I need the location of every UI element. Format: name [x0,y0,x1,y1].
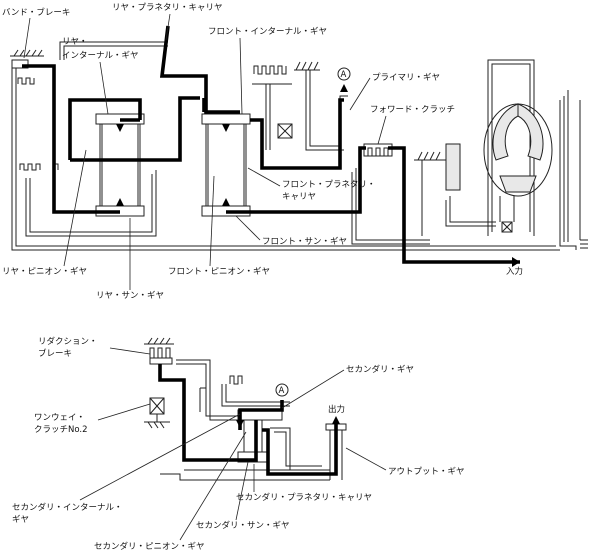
label-rear-pinion-gear: リヤ・ピニオン・ギヤ [2,267,87,277]
label-front-planetary-carrier-2: キャリヤ [282,192,316,202]
label-oneway-clutch-2: クラッチNo.2 [34,425,88,435]
marker-a-bottom-text: A [279,386,285,396]
label-output: 出力 [328,404,345,415]
left-clutch-teeth [17,77,59,171]
label-rear-sun-gear: リヤ・サン・ギヤ [96,291,164,301]
label-band-brake: バンド・ブレーキ [2,7,70,18]
label-rear-planetary-carrier: リヤ・プラネタリ・キャリヤ [112,3,223,13]
label-forward-clutch: フォワード・クラッチ [370,105,455,115]
front-internal-gear-top [201,113,251,125]
label-primary-gear: プライマリ・ギヤ [372,73,440,83]
top-labels: バンド・ブレーキ リヤ・プラネタリ・キャリヤ リヤ・ インターナル・ギヤ フロン… [2,3,523,301]
bottom-labels: リダクション・ ブレーキ セカンダリ・ギヤ ワンウェイ・ クラッチNo.2 出力… [12,336,465,552]
marker-a-bottom: A [275,383,289,397]
bottom-power-flow [158,364,340,476]
marker-a-top-text: A [341,70,347,80]
marker-a-top: A [337,67,351,81]
label-oneway-clutch-1: ワンウェイ・ [34,413,85,423]
stator-hatch [414,143,496,236]
label-front-planetary-carrier-1: フロント・プラネタリ・ [282,180,376,190]
label-output-gear: アウトプット・ギヤ [388,467,465,477]
label-secondary-internal-gear-1: セカンダリ・インターナル・ [12,502,123,513]
label-rear-internal-gear-1: リヤ・ [62,37,88,47]
label-input: 入力 [506,266,523,277]
label-secondary-sun-gear: セカンダリ・サン・ギヤ [196,520,290,531]
label-front-sun-gear: フロント・サン・ギヤ [262,237,347,247]
label-secondary-pinion-gear: セカンダリ・ピニオン・ギヤ [94,541,205,552]
label-rear-internal-gear-2: インターナル・ギヤ [62,51,139,61]
label-secondary-gear: セカンダリ・ギヤ [346,364,414,375]
band-brake-hatch [10,49,44,69]
label-reduction-brake-1: リダクション・ [38,336,98,347]
torque-converter [483,59,553,236]
top-housing [10,41,588,251]
label-front-pinion-gear: フロント・ピニオン・ギヤ [168,267,270,277]
label-front-internal-gear: フロント・インターナル・ギヤ [208,27,327,37]
front-internal-teeth [252,61,320,85]
label-secondary-planetary-carrier: セカンダリ・プラネタリ・キャリヤ [236,492,372,503]
label-reduction-brake-2: ブレーキ [38,348,72,359]
top-power-flow [22,25,520,267]
label-secondary-internal-gear-2: ギヤ [12,515,29,525]
forward-clutch [363,143,393,157]
